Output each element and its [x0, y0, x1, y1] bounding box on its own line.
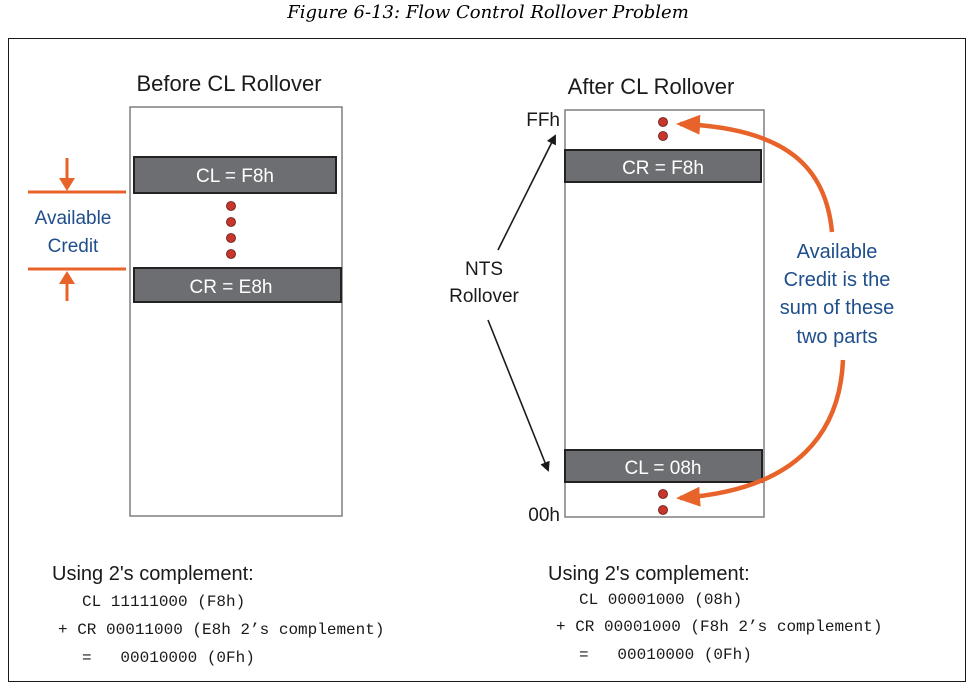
left-cr-label: CR = E8h — [190, 277, 273, 298]
left-cl-bar: CL = F8h — [133, 156, 337, 194]
right-cl-label: CL = 08h — [625, 458, 702, 479]
left-cl-label: CL = F8h — [196, 166, 274, 187]
sum-label-line2: Credit is the — [784, 269, 891, 291]
available-credit-marker — [28, 158, 126, 301]
down-arrow-icon — [59, 178, 75, 191]
left-cr-bar: CR = E8h — [133, 267, 342, 303]
zeroh-label: 00h — [528, 505, 560, 526]
calc-left-heading: Using 2's complement: — [52, 563, 254, 585]
calc-right-line2: + CR 00001000 (F8h 2’s complement) — [556, 618, 882, 636]
figure-frame — [8, 38, 966, 682]
left-ellipsis-dots — [226, 201, 236, 259]
up-arrow-icon — [59, 271, 75, 284]
nts-label-line2: Rollover — [449, 286, 519, 307]
nts-label-line1: NTS — [465, 259, 503, 280]
sum-label-line1: Available — [797, 241, 878, 263]
after-rollover-title: After CL Rollover — [568, 74, 735, 99]
orange-arrow-bottom — [676, 359, 846, 507]
calc-right-heading: Using 2's complement: — [548, 563, 750, 585]
right-bottom-dots — [658, 489, 668, 515]
calc-right-line3: = 00010000 (0Fh) — [579, 646, 752, 664]
ffh-label: FFh — [526, 110, 560, 131]
available-credit-line1: Available — [35, 208, 112, 229]
sum-label-line4: two parts — [796, 326, 877, 348]
figure-caption: Figure 6-13: Flow Control Rollover Probl… — [287, 2, 689, 23]
nts-down-arrow — [487, 319, 550, 472]
right-cl-bar: CL = 08h — [564, 449, 763, 483]
calc-left-line3: = 00010000 (0Fh) — [82, 649, 255, 667]
calc-left-line1: CL 11111000 (F8h) — [82, 593, 245, 611]
sum-label-line3: sum of these — [780, 297, 895, 319]
right-top-dots — [658, 117, 668, 141]
calc-left-line2: + CR 00011000 (E8h 2’s complement) — [58, 621, 384, 639]
orange-arrow-top — [676, 114, 835, 233]
right-cr-bar: CR = F8h — [564, 149, 762, 183]
calc-right-line1: CL 00001000 (08h) — [579, 591, 742, 609]
available-credit-line2: Credit — [48, 236, 99, 257]
before-rollover-title: Before CL Rollover — [136, 71, 321, 96]
nts-up-arrow — [497, 134, 556, 251]
right-cr-label: CR = F8h — [622, 158, 704, 179]
